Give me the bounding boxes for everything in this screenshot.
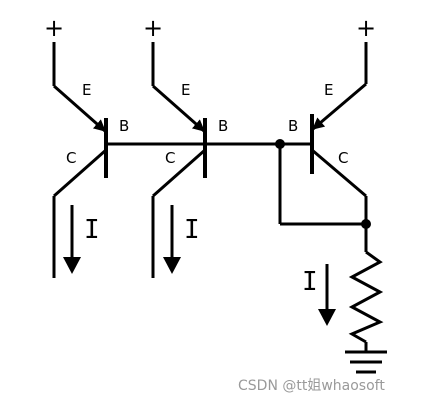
emitter-label-1: E [82,81,91,99]
collector-line-3 [311,148,367,198]
transistor-3 [310,42,368,252]
ground-symbol [345,350,387,374]
watermark: CSDN @tt姐whaosoft [238,378,385,394]
current-label-2: I [184,215,200,245]
emitter-arrow-line-3 [312,82,367,131]
transistor-1 [52,42,108,278]
current-label-1: I [84,215,100,245]
junction-dot-collector [361,219,371,229]
emitter-label-3: E [324,81,333,99]
current-arrow-2-head [163,257,181,274]
supply-plus-3: + [356,14,376,42]
collector-label-3: C [338,149,348,167]
base-label-1: B [119,117,129,135]
emitter-label-2: E [181,81,190,99]
collector-line-2 [152,148,206,198]
supply-plus-2: + [143,14,163,42]
collector-label-1: C [66,149,76,167]
base-label-3: B [288,117,298,135]
current-arrow-1-head [63,257,81,274]
collector-label-2: C [165,149,175,167]
junction-dot-base [275,139,285,149]
base-label-2: B [218,117,228,135]
current-label-3: I [302,267,318,297]
collector-line-1 [53,148,107,198]
current-arrow-3-head [318,309,336,326]
supply-plus-1: + [44,14,64,42]
emitter-arrow-line-1 [53,84,106,133]
transistor-2 [151,42,207,278]
emitter-arrow-line-2 [152,84,205,133]
resistor [348,250,384,344]
